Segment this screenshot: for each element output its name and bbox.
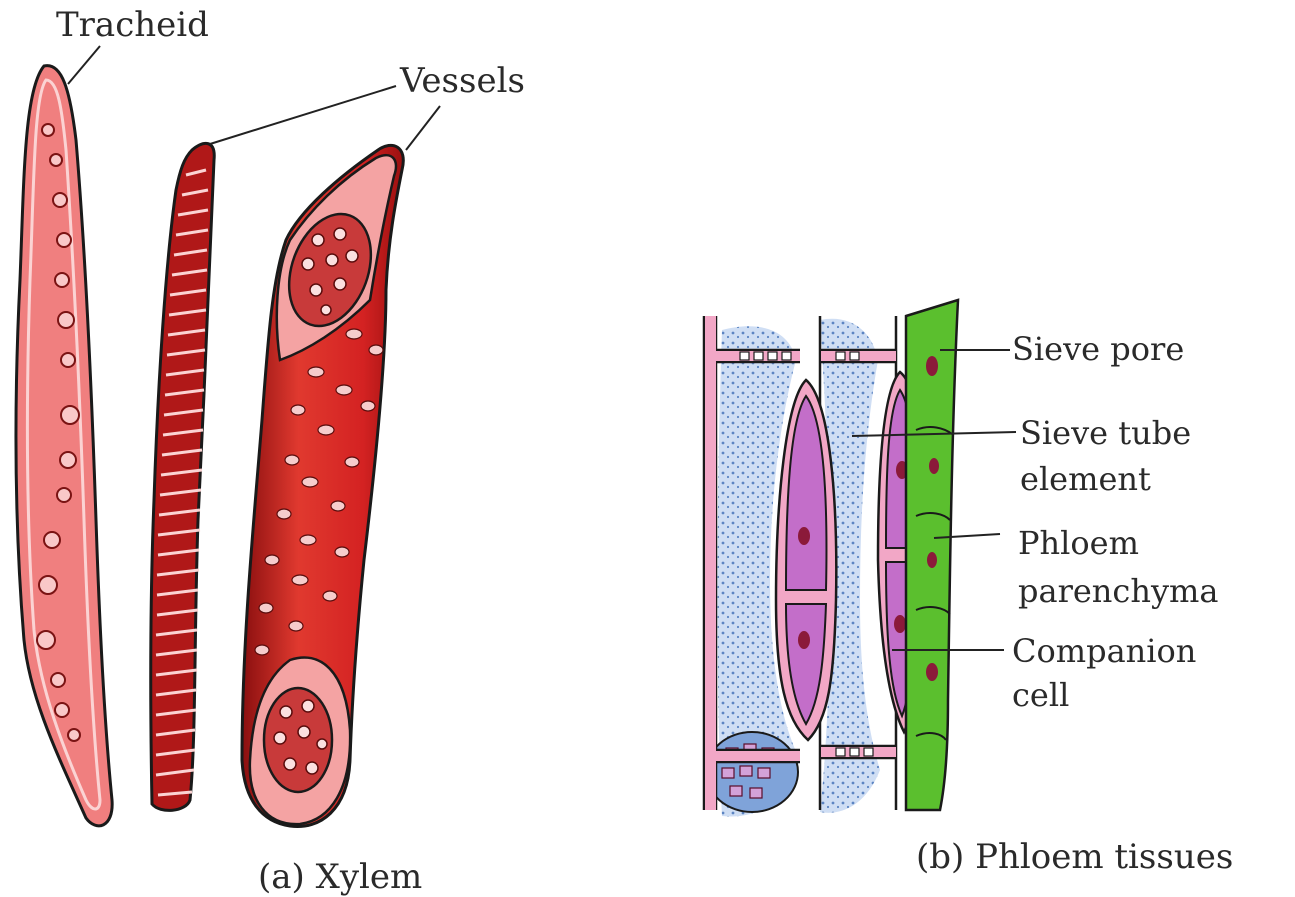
- companion-cell-1: [776, 380, 836, 740]
- sieve-tube-label-2: element: [1020, 460, 1151, 498]
- sieve-wall-left: [705, 316, 716, 810]
- xylem-caption: (a) Xylem: [258, 857, 422, 897]
- vessels-leader-1: [210, 86, 396, 144]
- companion-cell-label-1: Companion: [1012, 632, 1196, 670]
- phloem-parenchyma-label-1: Phloem: [1018, 524, 1139, 562]
- vessel-wide: [242, 145, 403, 826]
- vessels-label: Vessels: [399, 61, 525, 101]
- sieve-tube-label-1: Sieve tube: [1020, 414, 1191, 452]
- sieve-pore-label: Sieve pore: [1012, 330, 1184, 368]
- companion-cell-label-2: cell: [1012, 676, 1069, 714]
- vessel-narrow: [151, 143, 215, 810]
- vessels-leader-2: [406, 106, 440, 150]
- sieve-plate-bottom: [716, 751, 800, 761]
- tracheid-leader: [68, 46, 100, 84]
- tracheid-cell: [16, 66, 112, 826]
- phloem-figure: Sieve pore Sieve tube element Phloem par…: [704, 300, 1233, 877]
- phloem-parenchyma-label-2: parenchyma: [1018, 572, 1218, 610]
- phloem-caption: (b) Phloem tissues: [916, 837, 1233, 877]
- xylem-figure: Tracheid Vessels (a) Xylem: [16, 5, 525, 897]
- tracheid-label: Tracheid: [56, 5, 209, 45]
- phloem-parenchyma: [906, 300, 958, 810]
